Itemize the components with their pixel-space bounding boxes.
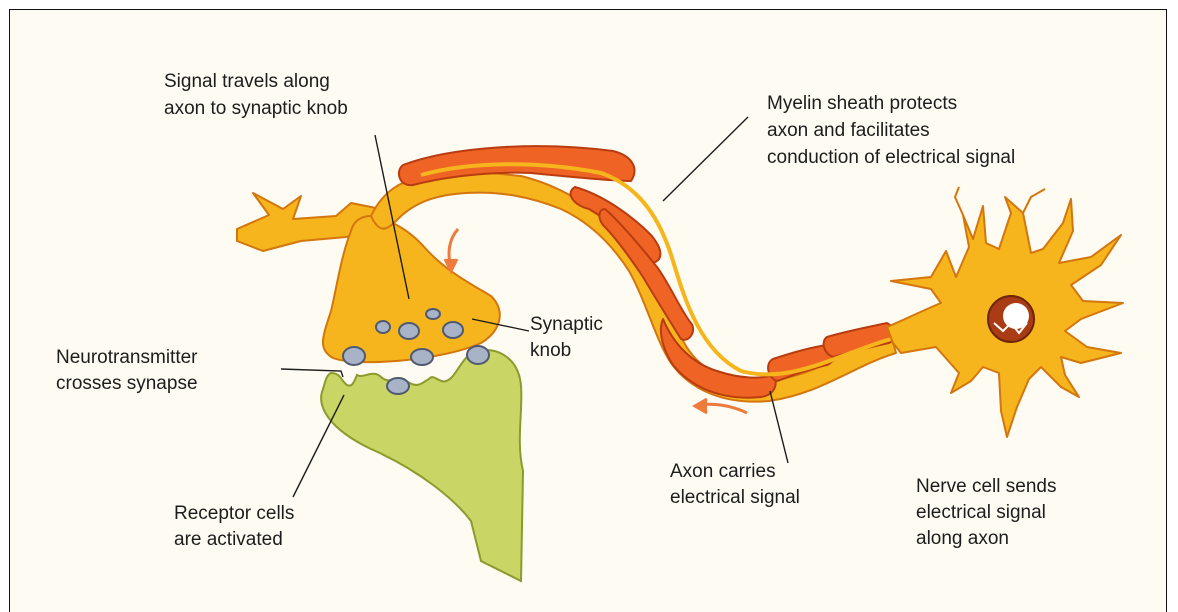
- diagram-frame: Signal travels along axon to synaptic kn…: [9, 9, 1167, 612]
- neuron-diagram: Signal travels along axon to synaptic kn…: [10, 10, 1166, 612]
- receptor-cell: [321, 350, 523, 581]
- vesicle: [467, 346, 489, 364]
- label-axon-carries: Axon carries electrical signal: [670, 461, 800, 508]
- cell-nucleus: [988, 296, 1034, 342]
- vesicle: [443, 322, 463, 338]
- vesicle: [376, 321, 390, 333]
- vesicle: [387, 378, 409, 394]
- label-synaptic-knob: Synaptic knob: [530, 314, 608, 361]
- label-receptor-cells: Receptor cells are activated: [174, 503, 300, 550]
- label-myelin-sheath: Myelin sheath protects axon and facilita…: [767, 93, 1015, 168]
- label-signal-travels: Signal travels along axon to synaptic kn…: [164, 71, 348, 119]
- vesicle: [343, 347, 365, 365]
- label-neurotransmitter: Neurotransmitter crosses synapse: [56, 347, 203, 394]
- vesicle: [411, 349, 433, 365]
- vesicle: [399, 323, 419, 339]
- label-nerve-cell: Nerve cell sends electrical signal along…: [916, 476, 1062, 549]
- vesicle: [426, 309, 440, 319]
